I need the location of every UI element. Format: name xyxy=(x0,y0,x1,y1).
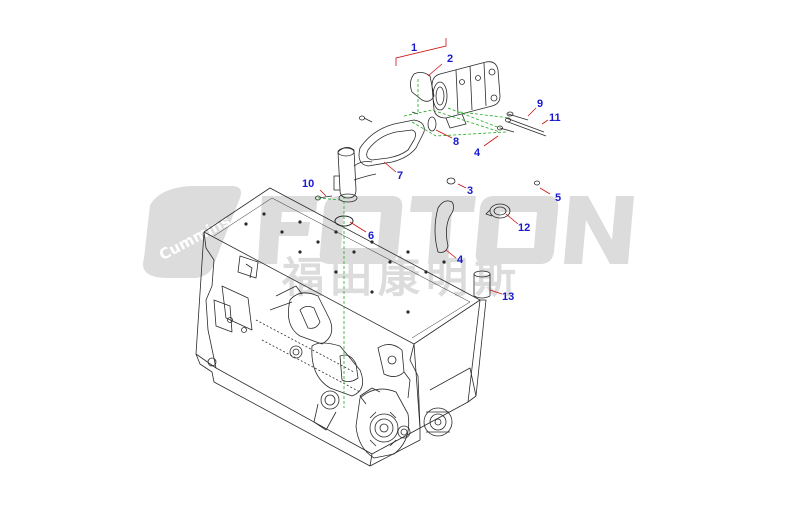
callout-6: 6 xyxy=(368,230,374,242)
callout-4b: 4 xyxy=(457,254,464,266)
crank-pulley xyxy=(423,407,453,437)
callout-4a: 4 xyxy=(474,147,481,159)
callout-labels: 1 2 3 4 4 5 6 7 8 9 10 11 12 13 xyxy=(302,42,561,303)
water-outlet-connection xyxy=(333,119,425,203)
callout-1: 1 xyxy=(411,42,417,54)
washer-5 xyxy=(534,180,540,186)
head-bolts xyxy=(244,212,446,314)
callout-2: 2 xyxy=(447,53,453,65)
o-ring-8 xyxy=(427,116,437,132)
assembly-lines xyxy=(317,78,511,408)
callout-9: 9 xyxy=(537,98,543,110)
gasket-2 xyxy=(410,72,435,102)
foton-logo xyxy=(258,196,634,264)
watermark-chinese: 福田康明斯 xyxy=(281,253,522,302)
bolts xyxy=(315,111,547,201)
cummins-logo: Cummins xyxy=(143,186,241,278)
callout-11: 11 xyxy=(549,112,561,124)
o-ring-3 xyxy=(446,177,456,185)
leader-lines xyxy=(319,38,551,295)
callout-13: 13 xyxy=(502,291,514,303)
callout-7: 7 xyxy=(397,170,403,182)
callout-5: 5 xyxy=(555,192,561,204)
callout-10: 10 xyxy=(302,178,314,190)
callout-3: 3 xyxy=(467,185,473,197)
callout-8: 8 xyxy=(453,136,459,148)
hose-clamp-12 xyxy=(485,203,511,219)
engine-block xyxy=(195,187,487,467)
water-pump xyxy=(355,387,411,459)
thermostat-housing xyxy=(431,61,501,129)
sleeve-13 xyxy=(473,270,491,299)
callout-12: 12 xyxy=(518,222,530,234)
hose-4 xyxy=(434,200,454,253)
